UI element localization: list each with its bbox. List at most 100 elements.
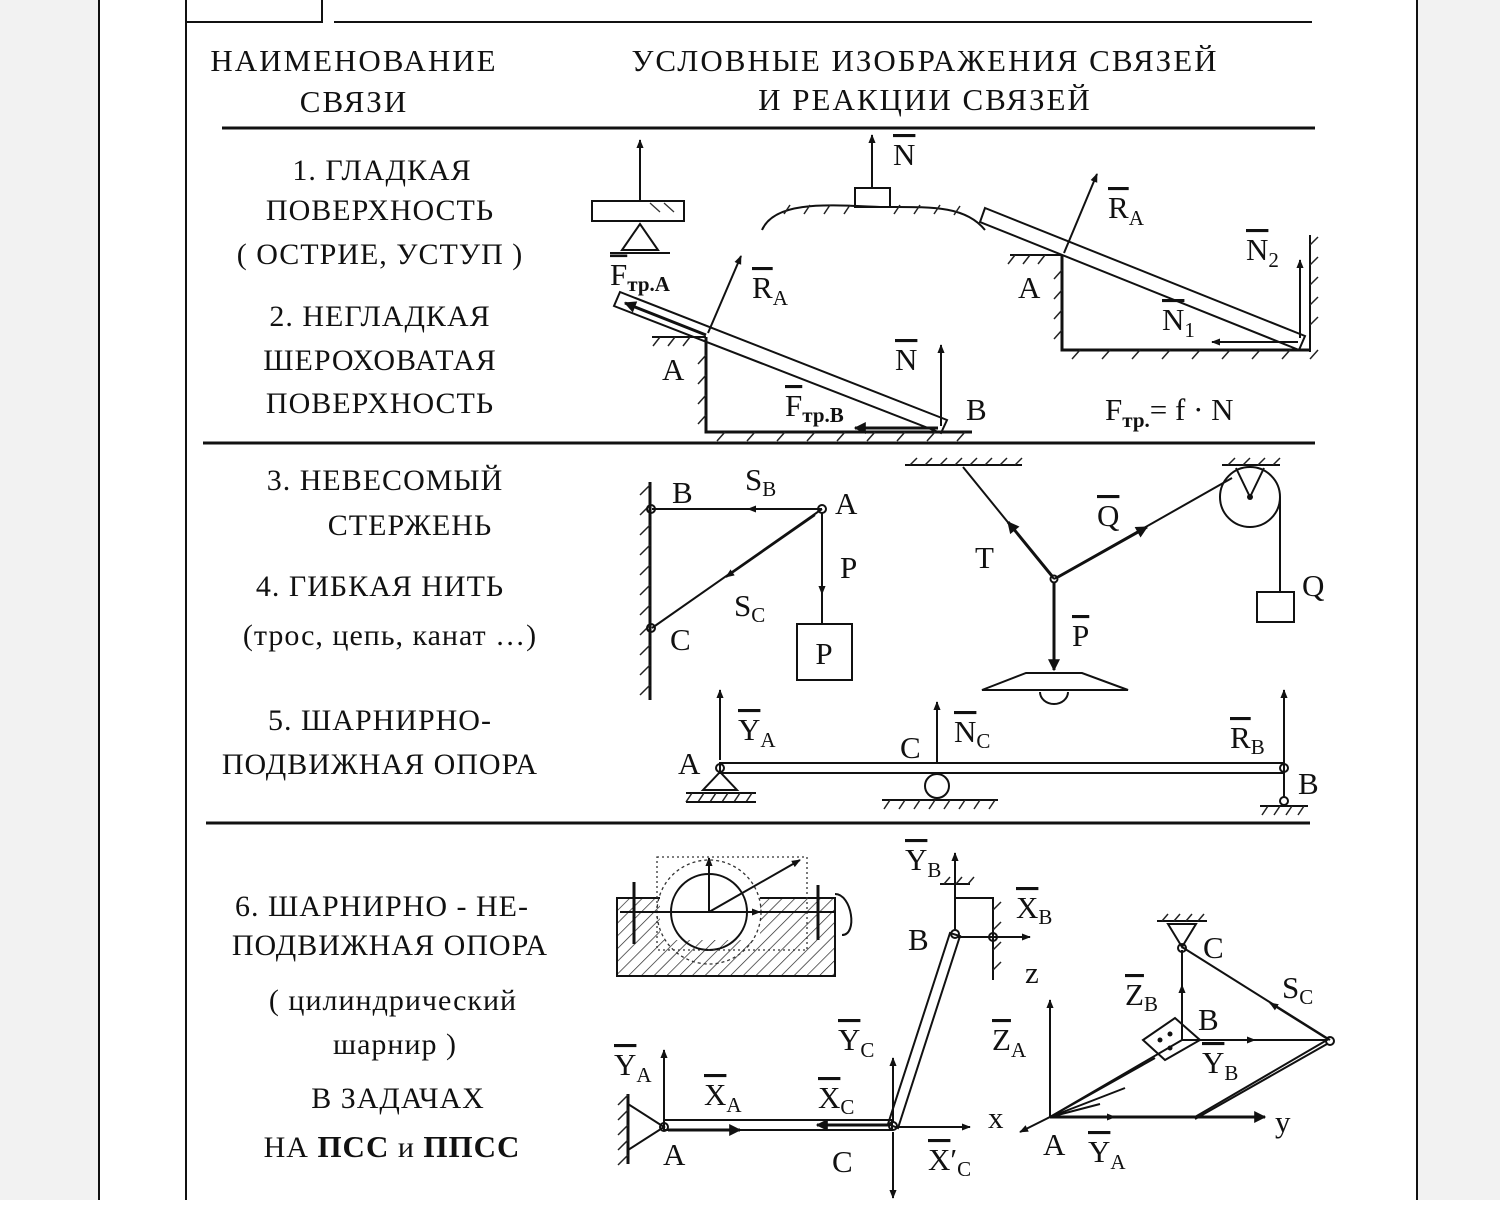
label-NC-beam: NC <box>954 714 990 753</box>
fig-planar-frame: YA XA A XC YC X′C C YB XB B <box>614 842 1052 1199</box>
header-col2-line1: УСЛОВНЫЕ ИЗОБРАЖЕНИЯ СВЯЗЕЙ <box>631 43 1218 78</box>
row-names: 1. ГЛАДКАЯ ПОВЕРХНОСТЬ ( ОСТРИЕ, УСТУП )… <box>222 154 548 1164</box>
label-T: T <box>975 540 994 575</box>
roller-C <box>924 773 950 799</box>
load-box-P <box>796 623 853 681</box>
header-col2-line2: И РЕАКЦИИ СВЯЗЕЙ <box>758 82 1092 117</box>
label-YA-frame: YA <box>614 1047 652 1087</box>
lamp-shade <box>981 672 1129 691</box>
label-P-lamp: P <box>1072 618 1089 653</box>
pulley-mount <box>1235 467 1265 500</box>
label-YB-spatial: YB <box>1202 1045 1238 1085</box>
fig-spatial: z ZA y x YA A ZB YB B SC C <box>988 913 1335 1174</box>
row1-line3: ( ОСТРИЕ, УСТУП ) <box>237 238 524 271</box>
label-XC-frame: XC <box>818 1080 854 1119</box>
step-outline <box>1060 255 1310 352</box>
label-C-bracket: C <box>670 622 691 657</box>
label-A-bracket: A <box>835 486 858 521</box>
row6-line3: ( цилиндрический <box>269 984 517 1017</box>
bracket-B <box>954 897 994 980</box>
hinge-reaction-arrow <box>708 859 801 913</box>
header-col1-line1: НАИМЕНОВАНИЕ <box>210 43 497 78</box>
friction-formula: Fтр.= f · N <box>1105 392 1234 432</box>
row3-line2: СТЕРЖЕНЬ <box>328 509 492 542</box>
row6-line1: 6. ШАРНИРНО - НЕ- <box>235 890 529 923</box>
axis-z: z <box>1025 955 1039 990</box>
force-SC-arrow <box>725 514 816 578</box>
label-XB-frame: XB <box>1016 890 1052 929</box>
label-C-beam: C <box>900 730 921 765</box>
row2-line1: 2. НЕГЛАДКАЯ <box>269 300 490 333</box>
label-B-frame: B <box>908 922 929 957</box>
hump-surface <box>761 204 986 231</box>
row5-line1: 5. ШАРНИРНО- <box>268 704 492 737</box>
support-A-frame <box>627 1103 666 1151</box>
label-N-rough: N <box>895 342 917 377</box>
plate <box>591 200 685 222</box>
label-SC-spatial: SC <box>1282 970 1313 1009</box>
label-N1: N1 <box>1162 302 1195 342</box>
block-on-hump <box>854 187 891 208</box>
header-col1-line2: СВЯЗИ <box>300 84 408 119</box>
force-SC-spatial <box>1269 1002 1327 1039</box>
row6-and: и <box>389 1131 423 1164</box>
fig-point-support <box>591 139 685 254</box>
reaction-RA-arrow <box>1063 173 1098 254</box>
label-RB-beam: RB <box>1230 720 1265 759</box>
corner-box <box>186 0 323 23</box>
label-Ftr-B: Fтр.B <box>785 388 844 427</box>
left-margin <box>0 0 98 1200</box>
label-A-frame: A <box>663 1137 686 1172</box>
axis-x: x <box>988 1100 1004 1135</box>
label-N-hump: N <box>893 137 915 172</box>
row2-line3: ПОВЕРХНОСТЬ <box>266 387 494 420</box>
fig-rod-bracket: SB SC B C A P P <box>639 462 858 700</box>
row1-line1: 1. ГЛАДКАЯ <box>292 154 471 187</box>
thread-knot <box>1049 574 1059 584</box>
label-Q-load: Q <box>1302 568 1324 603</box>
label-C-spatial: C <box>1203 930 1224 965</box>
row1-line2: ПОВЕРХНОСТЬ <box>266 194 494 227</box>
label-A-spatial: A <box>1043 1127 1066 1162</box>
point-support-triangle <box>620 222 660 251</box>
fig-smooth-hump: N <box>761 134 986 231</box>
hinge-B <box>646 504 656 514</box>
pin-support-A <box>700 770 740 791</box>
tension-T-arrow <box>1006 521 1054 577</box>
label-YA-spatial: YA <box>1088 1134 1126 1174</box>
row6-line2: ПОДВИЖНАЯ ОПОРА <box>232 929 548 962</box>
label-YC-frame: YC <box>838 1022 874 1062</box>
label-N2: N2 <box>1246 232 1279 272</box>
row4-line1: 4. ГИБКАЯ НИТЬ <box>256 570 504 603</box>
row4-line2: (трос, цепь, канат …) <box>243 619 537 652</box>
fig-cylindrical-hinge <box>616 856 853 977</box>
fig-step-bar: RA A N2 N1 <box>978 173 1319 360</box>
row5-line2: ПОДВИЖНАЯ ОПОРА <box>222 748 538 781</box>
label-YA-beam: YA <box>738 712 776 752</box>
row3-line1: 3. НЕВЕСОМЫЙ <box>267 464 504 497</box>
right-margin <box>1418 0 1500 1200</box>
row6-pre: НА <box>264 1131 318 1164</box>
row6-line4: шарнир ) <box>333 1028 457 1061</box>
label-Q-tension: Q <box>1097 498 1119 533</box>
tension-Q-arrow <box>1057 525 1149 579</box>
label-C-frame: C <box>832 1144 853 1179</box>
lamp-bulb <box>1039 691 1069 705</box>
label-XA-frame: XA <box>704 1077 742 1117</box>
label-Ftr-A: Fтр.A <box>610 257 671 296</box>
label-A-rough: A <box>662 352 685 387</box>
row2-line2: ШЕРОХОВАТАЯ <box>263 344 496 377</box>
axis-x-arrow <box>1019 1116 1051 1133</box>
row6-line5: В ЗАДАЧАХ <box>311 1082 485 1115</box>
axis-y: y <box>1275 1104 1291 1139</box>
row6-ppss: ППСС <box>423 1129 520 1164</box>
bar-CB <box>886 931 962 1130</box>
label-B-beam: B <box>1298 766 1319 801</box>
friction-A-arrow <box>623 301 707 337</box>
load-box-Q <box>1256 591 1295 623</box>
label-SB: SB <box>745 462 776 501</box>
label-YB-frame: YB <box>905 842 941 882</box>
label-B-rough: B <box>966 392 987 427</box>
fig-lamp-threads: T Q P Q <box>905 457 1324 705</box>
